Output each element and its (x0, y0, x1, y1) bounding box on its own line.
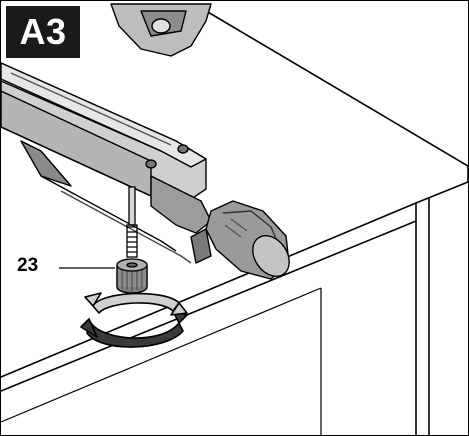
workbench-table (1, 4, 468, 435)
rotate-both-directions-icon (80, 292, 188, 348)
saw-body-part (110, 3, 212, 57)
locking-knob (190, 200, 290, 280)
extension-rail (1, 62, 212, 264)
adjusting-screw (116, 186, 148, 294)
figure-label-badge: A3 (6, 6, 80, 58)
callout-23-label: 23 (17, 255, 39, 276)
